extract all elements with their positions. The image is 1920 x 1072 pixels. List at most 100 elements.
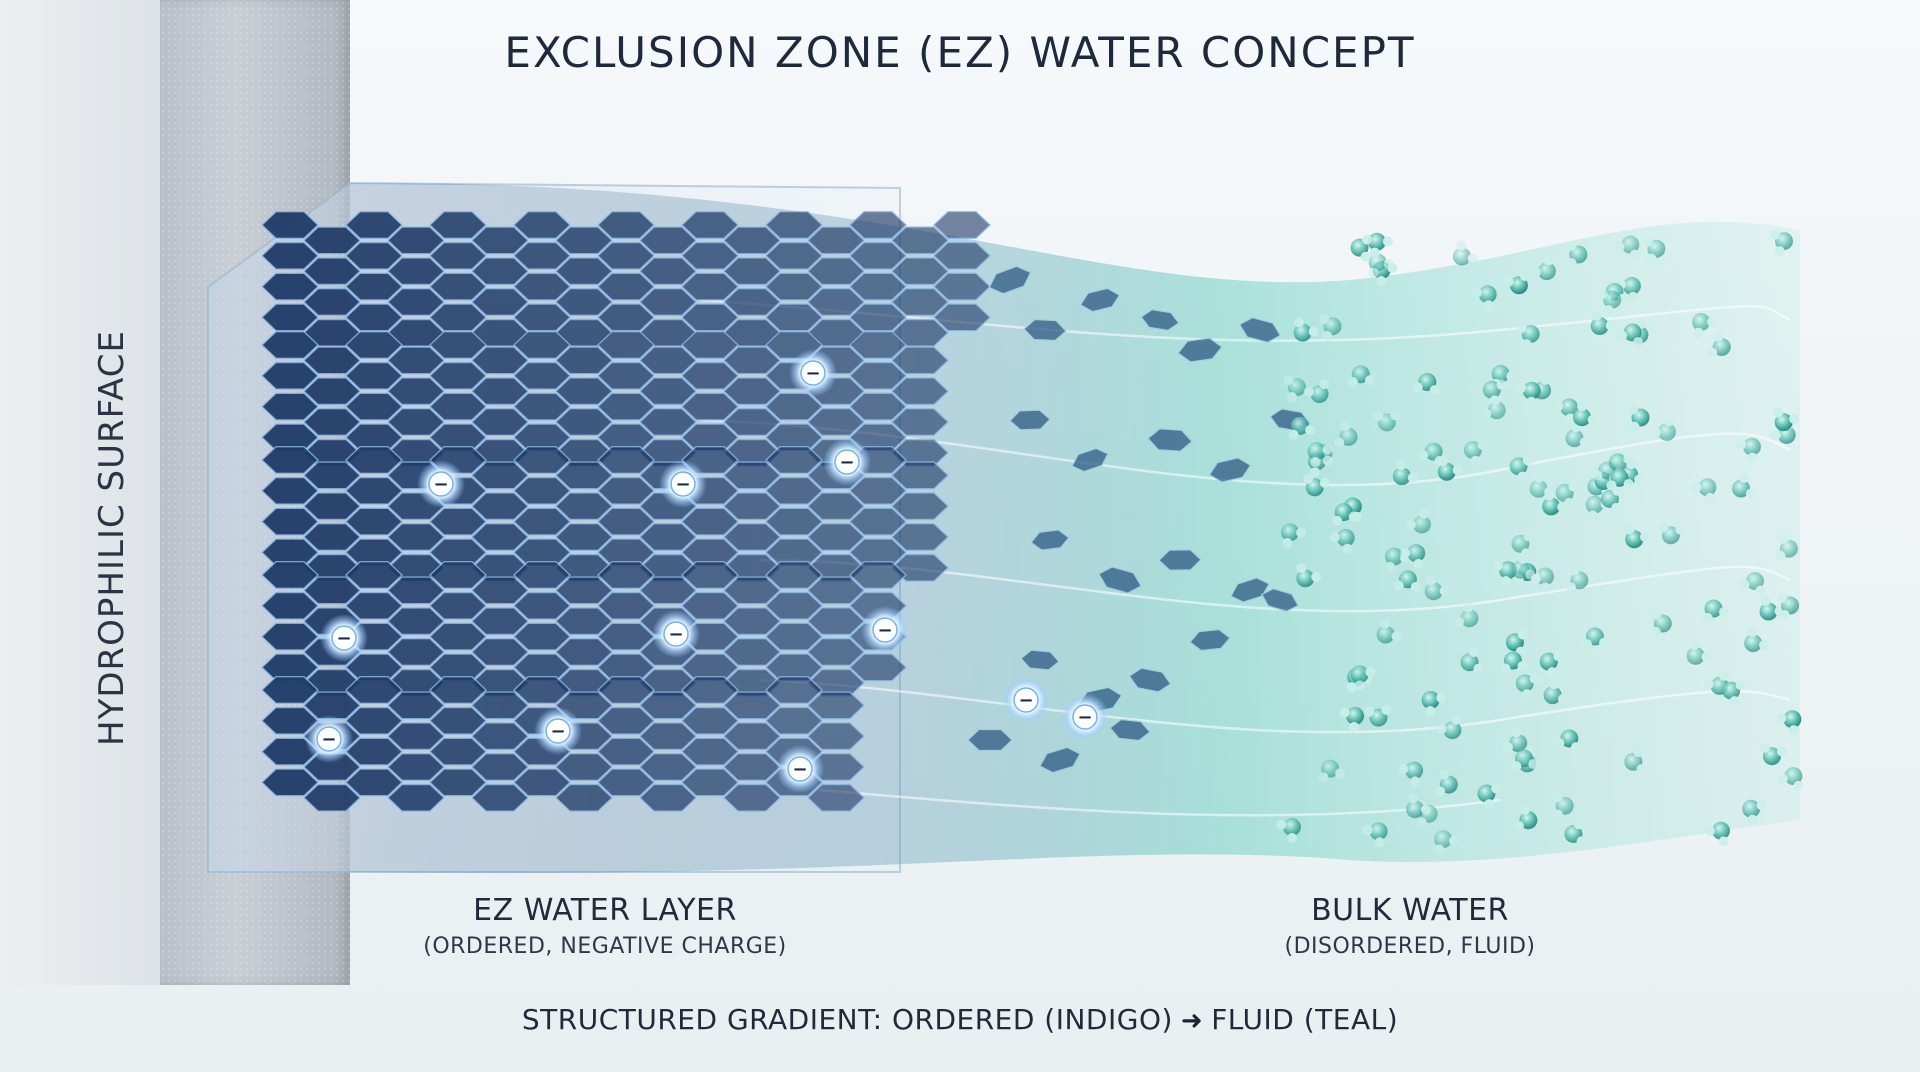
hexagon-cell (512, 561, 572, 589)
water-molecule-icon (1509, 455, 1533, 482)
hexagon-cell (512, 272, 572, 301)
hexagon-cell (428, 241, 488, 270)
hexagon-cell (680, 507, 740, 536)
water-molecule-icon (1477, 783, 1502, 810)
hexagon-cell (428, 392, 488, 421)
negative-charge-icon: − (305, 715, 353, 763)
hexagon-cell (848, 653, 908, 682)
hexagon-cell (848, 272, 908, 301)
hexagon-cell (512, 476, 572, 505)
hexagon-cell (260, 446, 320, 474)
hexagon-cell (848, 476, 908, 505)
hexagon-cell (554, 408, 614, 436)
hexagon-cell (638, 722, 698, 751)
hexagon-cell (680, 361, 740, 390)
hexagon-cell (512, 676, 572, 704)
hexagon-cell (638, 576, 698, 605)
hexagon-cell (260, 507, 320, 536)
hexagon-cell (344, 211, 404, 239)
water-molecule-icon (1691, 478, 1717, 503)
water-molecule-icon (1776, 710, 1802, 736)
hexagon-cell (386, 753, 446, 781)
hexagon-cell (428, 507, 488, 536)
hexagon-cell (932, 241, 992, 270)
water-molecule-icon (1566, 240, 1588, 269)
water-molecule-icon (1288, 416, 1316, 440)
hexagon-cell (806, 523, 866, 551)
hexagon-cell (890, 346, 950, 375)
hexagon-cell (386, 377, 446, 406)
water-molecule-icon (1744, 627, 1770, 653)
hexagon-cell (344, 361, 404, 390)
hexagon-cell (344, 706, 404, 735)
hexagon-cell (344, 303, 404, 332)
water-molecule-icon (1777, 767, 1804, 791)
ez-layer-label: EZ WATER LAYER (473, 893, 737, 928)
hexagon-cell (806, 722, 866, 751)
hexagon-cell (806, 576, 866, 605)
hexagon-cell (428, 737, 488, 766)
water-molecule-icon (1650, 609, 1672, 638)
hexagon-cell (302, 257, 362, 286)
hexagon-cell (680, 737, 740, 766)
svg-text:−: − (792, 759, 807, 780)
water-molecule-icon (1627, 404, 1650, 432)
hexagon-cell (470, 722, 530, 751)
hexagon-cell (932, 303, 992, 332)
hexagon-cell (260, 706, 320, 735)
hexagon-cell (848, 361, 908, 390)
hexagon-fragment (1109, 718, 1151, 742)
hexagon-cell (764, 507, 824, 536)
water-molecule-icon (1530, 255, 1556, 281)
hexagon-cell (596, 331, 656, 359)
hexagon-cell (512, 622, 572, 651)
hexagon-cell (554, 523, 614, 551)
hexagon-cell (806, 638, 866, 666)
hexagon-cell (386, 783, 446, 812)
hexagon-cell (302, 226, 362, 255)
hexagon-cell (260, 331, 320, 359)
bulk-water-label: BULK WATER (1311, 893, 1509, 928)
hexagon-cell (722, 783, 782, 812)
ez-layer-sublabel: (ORDERED, NEGATIVE CHARGE) (423, 934, 787, 959)
svg-text:−: − (1018, 690, 1033, 711)
hexagon-cell (470, 783, 530, 812)
hexagon-cell (302, 492, 362, 521)
water-molecule-icon (1777, 592, 1800, 620)
hexagon-cell (470, 257, 530, 286)
negative-charge-icon: − (417, 460, 465, 508)
hexagon-cell (428, 272, 488, 301)
hexagon-cell (722, 638, 782, 666)
hexagon-cell (302, 523, 362, 551)
diagram-title: EXCLUSION ZONE (EZ) WATER CONCEPT (504, 28, 1416, 77)
negative-charge-icon: − (776, 745, 824, 793)
ordered-hexagon-lattice (260, 211, 992, 812)
water-molecule-icon (1460, 647, 1484, 674)
negative-charge-icon: − (861, 606, 909, 654)
hexagon-cell (722, 226, 782, 255)
water-molecule-icon (1722, 679, 1746, 707)
water-molecule-icon (1742, 799, 1767, 825)
hexagon-cell (302, 461, 362, 490)
water-molecule-icon (1318, 759, 1346, 783)
hexagon-fragment (1147, 428, 1193, 452)
water-molecule-icon (1624, 747, 1647, 775)
water-molecule-icon (1362, 822, 1388, 848)
hexagon-cell (260, 622, 320, 651)
hexagon-cell (386, 523, 446, 551)
hexagon-cell (554, 257, 614, 286)
hexagon-fragment (1208, 457, 1252, 483)
hexagon-cell (638, 691, 698, 720)
water-molecule-icon (1606, 468, 1634, 491)
hexagon-cell (932, 211, 992, 239)
water-molecule-icon (1597, 288, 1622, 316)
water-molecule-icon (1368, 253, 1394, 278)
hexagon-cell (764, 446, 824, 474)
hexagon-fragment (988, 265, 1032, 295)
hexagon-fragment (1023, 318, 1067, 342)
hexagon-cell (890, 461, 950, 490)
hexagon-cell (554, 346, 614, 375)
negative-charge-icon: − (652, 610, 700, 658)
hexagon-cell (848, 507, 908, 536)
hexagon-cell (680, 392, 740, 421)
